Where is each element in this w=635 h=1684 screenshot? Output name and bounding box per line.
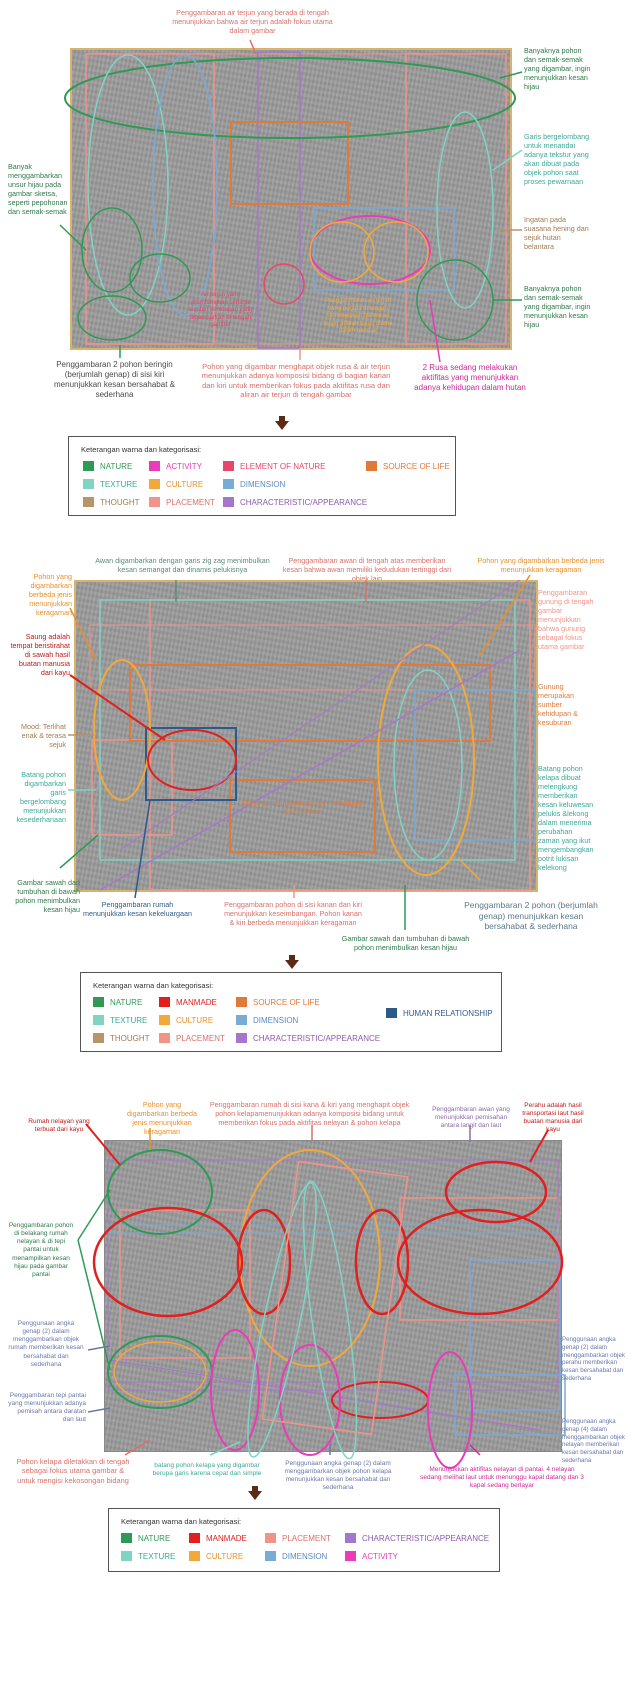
p2-left-note-2: Saung adalah tempat beristirahat di sawa… [10, 632, 70, 677]
p3-legend-manmade: MANMADE [189, 1533, 247, 1544]
p2-down-arrow-stem [289, 955, 295, 961]
p1-top-note: Penggambaran air terjun yang berada di t… [172, 8, 333, 35]
p2-down-arrow [285, 960, 299, 969]
p2-left-note-3: Mood: Terlihat enak & terasa sejuk [20, 722, 66, 749]
p2-legend-source-of-life: SOURCE OF LIFE [236, 997, 320, 1008]
p3-left-note-3: Penggambaran tepi pantai yang menunjukka… [8, 1392, 86, 1424]
p2-legend-characteristic: CHARACTERISTIC/APPEARANCE [236, 1033, 380, 1044]
p3-legend-texture: TEXTURE [121, 1551, 175, 1562]
p3-legend-culture: CULTURE [189, 1551, 243, 1562]
p3-down-arrow [248, 1491, 262, 1500]
p3-bottom-note-2: batang pohon kelapa yang digambar berupa… [152, 1462, 262, 1478]
p3-top-note-4: Penggambaran awan yang menunjukkan pemis… [432, 1106, 510, 1130]
p2-bottom-note-3: Gambar sawah dan tumbuhan di bawah pohon… [341, 934, 470, 952]
p1-legend-dimension: DIMENSION [223, 479, 285, 490]
p3-top-note-3: Penggambaran rumah di sisi kana & kiri y… [209, 1100, 410, 1127]
p1-down-arrow-stem [279, 416, 285, 422]
p1-bottom-right-note: 2 Rusa sedang melakukan aktifitas yang m… [414, 363, 526, 392]
p3-legend: Keterangan warna dan kategorisasi: NATUR… [108, 1508, 500, 1572]
p1-legend-placement: PLACEMENT [149, 497, 215, 508]
p2-bottom-note-1: Penggambaran rumah menunjukkan kesan kek… [82, 900, 193, 918]
p3-top-note-1: Rumah nelayan yang terbuat dari kayu [28, 1118, 90, 1134]
p2-right-note-2: Gunung merupakan sumber kehidupan & kesu… [538, 682, 578, 727]
p1-overlay-note-orange: Penggambaran air terjun yang berada di t… [323, 298, 393, 334]
p3-sketch-beach [104, 1140, 562, 1452]
p2-bottom-note-4: Penggambaran 2 pohon (berjumlah genap) m… [464, 900, 598, 932]
p1-legend-characteristic: CHARACTERISTIC/APPEARANCE [223, 497, 367, 508]
p3-legend-characteristic: CHARACTERISTIC/APPEARANCE [345, 1533, 489, 1544]
p1-legend-source-of-life: SOURCE OF LIFE [366, 461, 450, 472]
p2-legend-nature: NATURE [93, 997, 142, 1008]
p2-legend-culture: CULTURE [159, 1015, 213, 1026]
p1-bottom-center-note: Pohon yang digambar menghapit objek rusa… [201, 362, 391, 400]
p3-legend-activity: ACTIVITY [345, 1551, 398, 1562]
p1-legend-element-of-nature: ELEMENT OF NATURE [223, 461, 326, 472]
p2-legend-texture: TEXTURE [93, 1015, 147, 1026]
p3-bottom-note-4: Menunjukkan aktifitas nelayan di pantai.… [420, 1466, 584, 1490]
p2-top-note-1: Awan digambarkan dengan garis zig zag me… [95, 556, 270, 574]
p1-left-note: Banyak menggambarkan unsur hijau pada ga… [8, 162, 68, 216]
p3-legend-placement: PLACEMENT [265, 1533, 331, 1544]
p3-right-note-1: Penggunaan angka genap (2) dalam menggam… [562, 1336, 625, 1382]
p2-bottom-note-2: Penggambaran pohon di sisi kanan dan kir… [224, 900, 362, 927]
p1-bottom-left-note: Penggambaran 2 pohon beringin (berjumlah… [54, 360, 175, 399]
p1-legend: Keterangan warna dan kategorisasi: NATUR… [68, 436, 456, 516]
p3-down-arrow-stem [252, 1486, 258, 1492]
p3-legend-dimension: DIMENSION [265, 1551, 327, 1562]
p2-legend-dimension: DIMENSION [236, 1015, 298, 1026]
p3-top-note-5: Perahu adalah hasil transportasi laut ha… [522, 1102, 584, 1134]
p3-bottom-note-1: Pohon kelapa diletakkan di tengah sebaga… [16, 1457, 130, 1485]
p1-legend-nature: NATURE [83, 461, 132, 472]
p1-annotation-overlay [59, 39, 523, 363]
p2-annotation-overlay [59, 574, 536, 930]
p3-legend-nature: NATURE [121, 1533, 170, 1544]
p2-overlay-note-orange: Gunung merupakan sumber kehidupan & kesu… [241, 800, 364, 816]
p2-top-note-2: Penggambaran awan di tengah atas memberi… [282, 556, 452, 583]
p3-legend-title: Keterangan warna dan kategorisasi: [121, 1517, 242, 1526]
p3-left-note-1: Penggambaran pohon di belakang rumah nel… [8, 1222, 74, 1278]
p1-legend-culture: CULTURE [149, 479, 203, 490]
p1-right-note-3: Ingatan pada suasana hening dan sejuk hu… [524, 215, 589, 251]
p1-right-note-1: Banyaknya pohon dan semak-semak yang dig… [524, 46, 591, 91]
p1-overlay-note-red: Air terjun yang dilambangkan sebagai sum… [188, 292, 253, 328]
p1-right-note-4: Banyaknya pohon dan semak-semak yang dig… [524, 284, 591, 329]
p3-bottom-note-3: Penggunaan angka genap (2) dalam menggam… [284, 1460, 392, 1492]
p2-left-note-1: Pohon yang digambarkan berbeda jenis men… [28, 572, 72, 617]
p2-legend-manmade: MANMADE [159, 997, 217, 1008]
p3-annotation-overlay [77, 1123, 566, 1469]
p3-left-note-2: Penggunaan angka genap (2) dalam menggam… [8, 1320, 84, 1368]
p1-legend-title: Keterangan warna dan kategorisasi: [81, 445, 202, 454]
p2-legend-title: Keterangan warna dan kategorisasi: [93, 981, 214, 990]
p1-legend-thought: THOUGHT [83, 497, 140, 508]
p2-legend-thought: THOUGHT [93, 1033, 150, 1044]
p3-right-note-2: Penggunaan angka genap (4) dalam menggam… [562, 1418, 625, 1464]
p2-legend: Keterangan warna dan kategorisasi: NATUR… [80, 972, 502, 1052]
p2-left-note-4: Batang pohon digambarkan garis bergelomb… [16, 770, 66, 824]
p3-top-note-2: Pohon yang digambarkan berbeda jenis men… [127, 1100, 197, 1136]
p2-left-note-5: Gambar sawah dan tumbuhan di bawah pohon… [15, 878, 80, 914]
p2-top-note-3: Pohon yang digambarkan berbeda jenis men… [477, 556, 605, 574]
p2-legend-human-relationship: HUMAN RELATIONSHIP [386, 1008, 493, 1019]
p1-right-note-2: Garis bergelombang untuk menandai adanya… [524, 132, 590, 186]
p1-down-arrow [275, 421, 289, 430]
p2-right-note-1: Penggambaran gunung di tengah gambar men… [538, 588, 594, 651]
p1-legend-activity: ACTIVITY [149, 461, 202, 472]
p1-legend-texture: TEXTURE [83, 479, 137, 490]
p2-right-note-3: Batang pohon kelapa dibuat melengkung me… [538, 764, 594, 872]
p2-legend-placement: PLACEMENT [159, 1033, 225, 1044]
